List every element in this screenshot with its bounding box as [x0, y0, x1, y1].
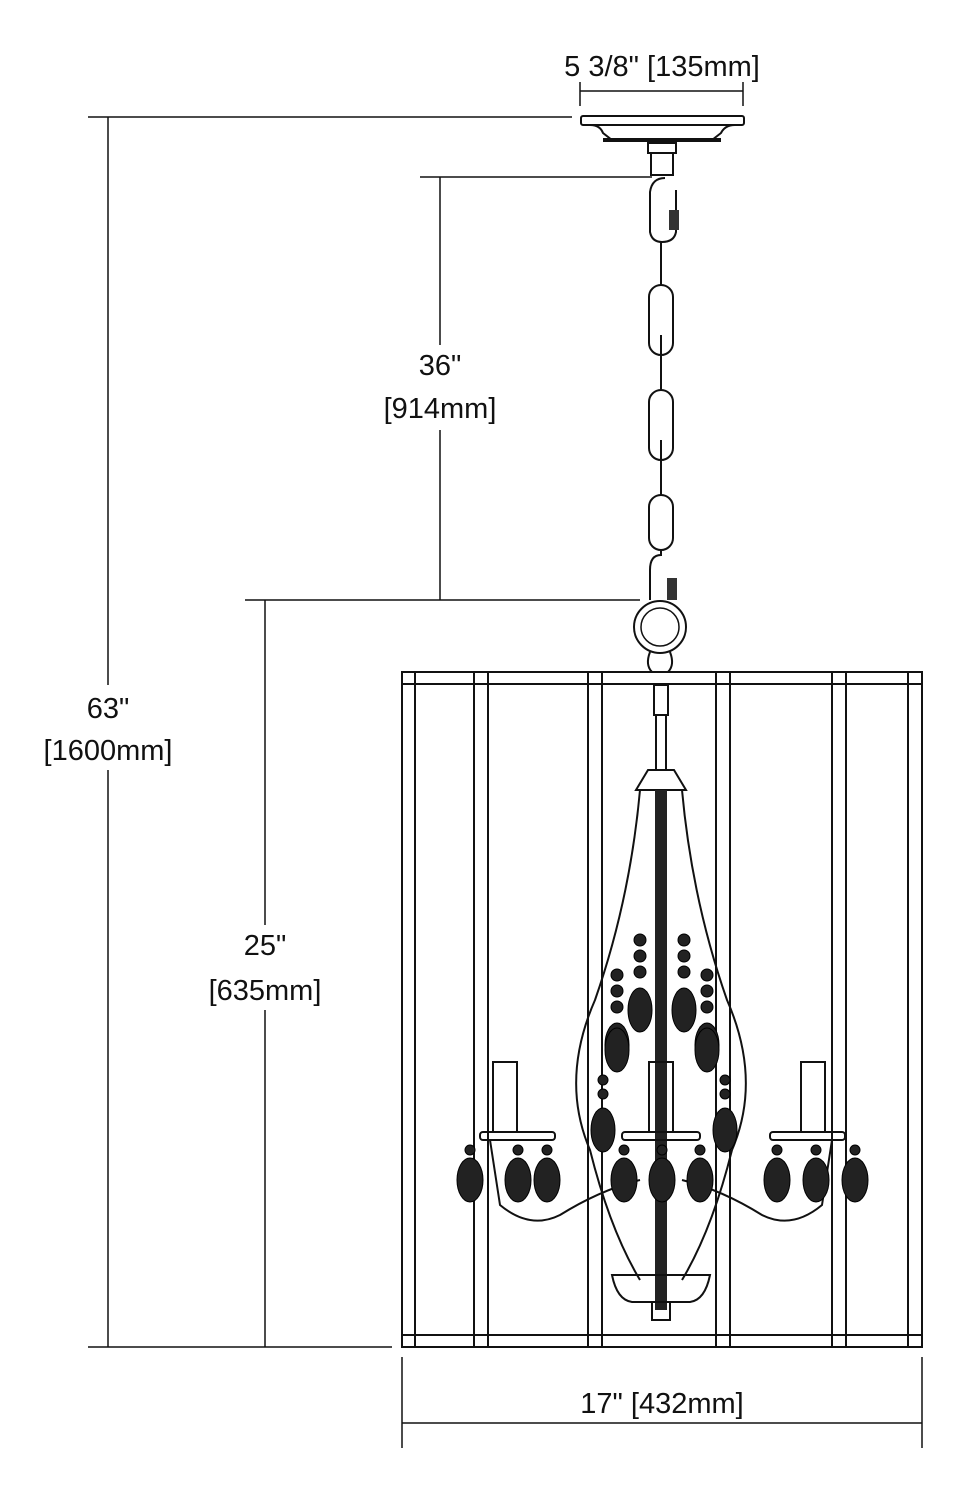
body-height-mm: [635mm] — [209, 975, 322, 1007]
crystal-pendant — [700, 984, 714, 998]
crystal-pendant — [633, 933, 647, 947]
canopy — [580, 115, 745, 176]
crystal-pendant — [671, 987, 697, 1033]
crystal-pendant — [810, 1144, 822, 1156]
crystal-pendant — [686, 1157, 714, 1203]
crystal-pendant — [610, 984, 624, 998]
crystal-pendant — [694, 1027, 720, 1073]
crystal-pendant — [604, 1027, 630, 1073]
crystal-pendant — [719, 1074, 731, 1086]
chandelier-body — [456, 684, 869, 1321]
overall-height-inches: 63" — [87, 693, 130, 725]
crystal-pendant — [597, 1088, 609, 1100]
canopy-width-dimension: 5 3/8" [135mm] — [564, 51, 760, 106]
crystal-pendant — [763, 1157, 791, 1203]
crystal-pendant — [464, 1144, 476, 1156]
crystal-pendant — [618, 1144, 630, 1156]
crystal-pendant — [841, 1157, 869, 1203]
body-width-label: 17" [432mm] — [580, 1388, 743, 1420]
crystal-pendant — [677, 965, 691, 979]
crystal-pendant — [677, 949, 691, 963]
body-height-dimension: 25" [635mm] — [192, 599, 640, 1347]
overall-height-mm: [1600mm] — [44, 735, 173, 767]
crystal-pendant — [504, 1157, 532, 1203]
crystal-pendant — [597, 1074, 609, 1086]
body-width-dimension: 17" [432mm] — [401, 1357, 923, 1448]
crystal-pendant — [719, 1088, 731, 1100]
crystal-pendant — [700, 1000, 714, 1014]
chain-length-dimension: 36" [914mm] — [365, 176, 652, 600]
crystal-pendant — [512, 1144, 524, 1156]
chain-length-inches: 36" — [419, 350, 462, 382]
body-height-inches: 25" — [244, 930, 287, 962]
crystal-pendant — [849, 1144, 861, 1156]
crystal-pendant — [627, 987, 653, 1033]
crystal-pendant — [633, 965, 647, 979]
crystal-pendant — [633, 949, 647, 963]
crystal-pendant — [533, 1157, 561, 1203]
crystal-pendant — [802, 1157, 830, 1203]
canopy-width-label: 5 3/8" [135mm] — [564, 51, 760, 83]
crystal-pendant — [694, 1144, 706, 1156]
crystal-pendant — [656, 1144, 668, 1156]
crystal-pendant — [541, 1144, 553, 1156]
crystal-pendant — [610, 968, 624, 982]
crystal-pendant — [712, 1107, 738, 1153]
crystal-pendant — [456, 1157, 484, 1203]
cage-frame — [401, 671, 923, 1348]
overall-height-dimension: 63" [1600mm] — [20, 116, 572, 1348]
chain-length-mm: [914mm] — [384, 393, 497, 425]
crystal-pendant — [700, 968, 714, 982]
crystal-pendant — [771, 1144, 783, 1156]
crystal-pendant — [590, 1107, 616, 1153]
crystal-pendant — [610, 1157, 638, 1203]
crystal-pendant — [648, 1157, 676, 1203]
crystal-pendant — [610, 1000, 624, 1014]
crystal-pendant — [677, 933, 691, 947]
chain — [633, 177, 687, 673]
